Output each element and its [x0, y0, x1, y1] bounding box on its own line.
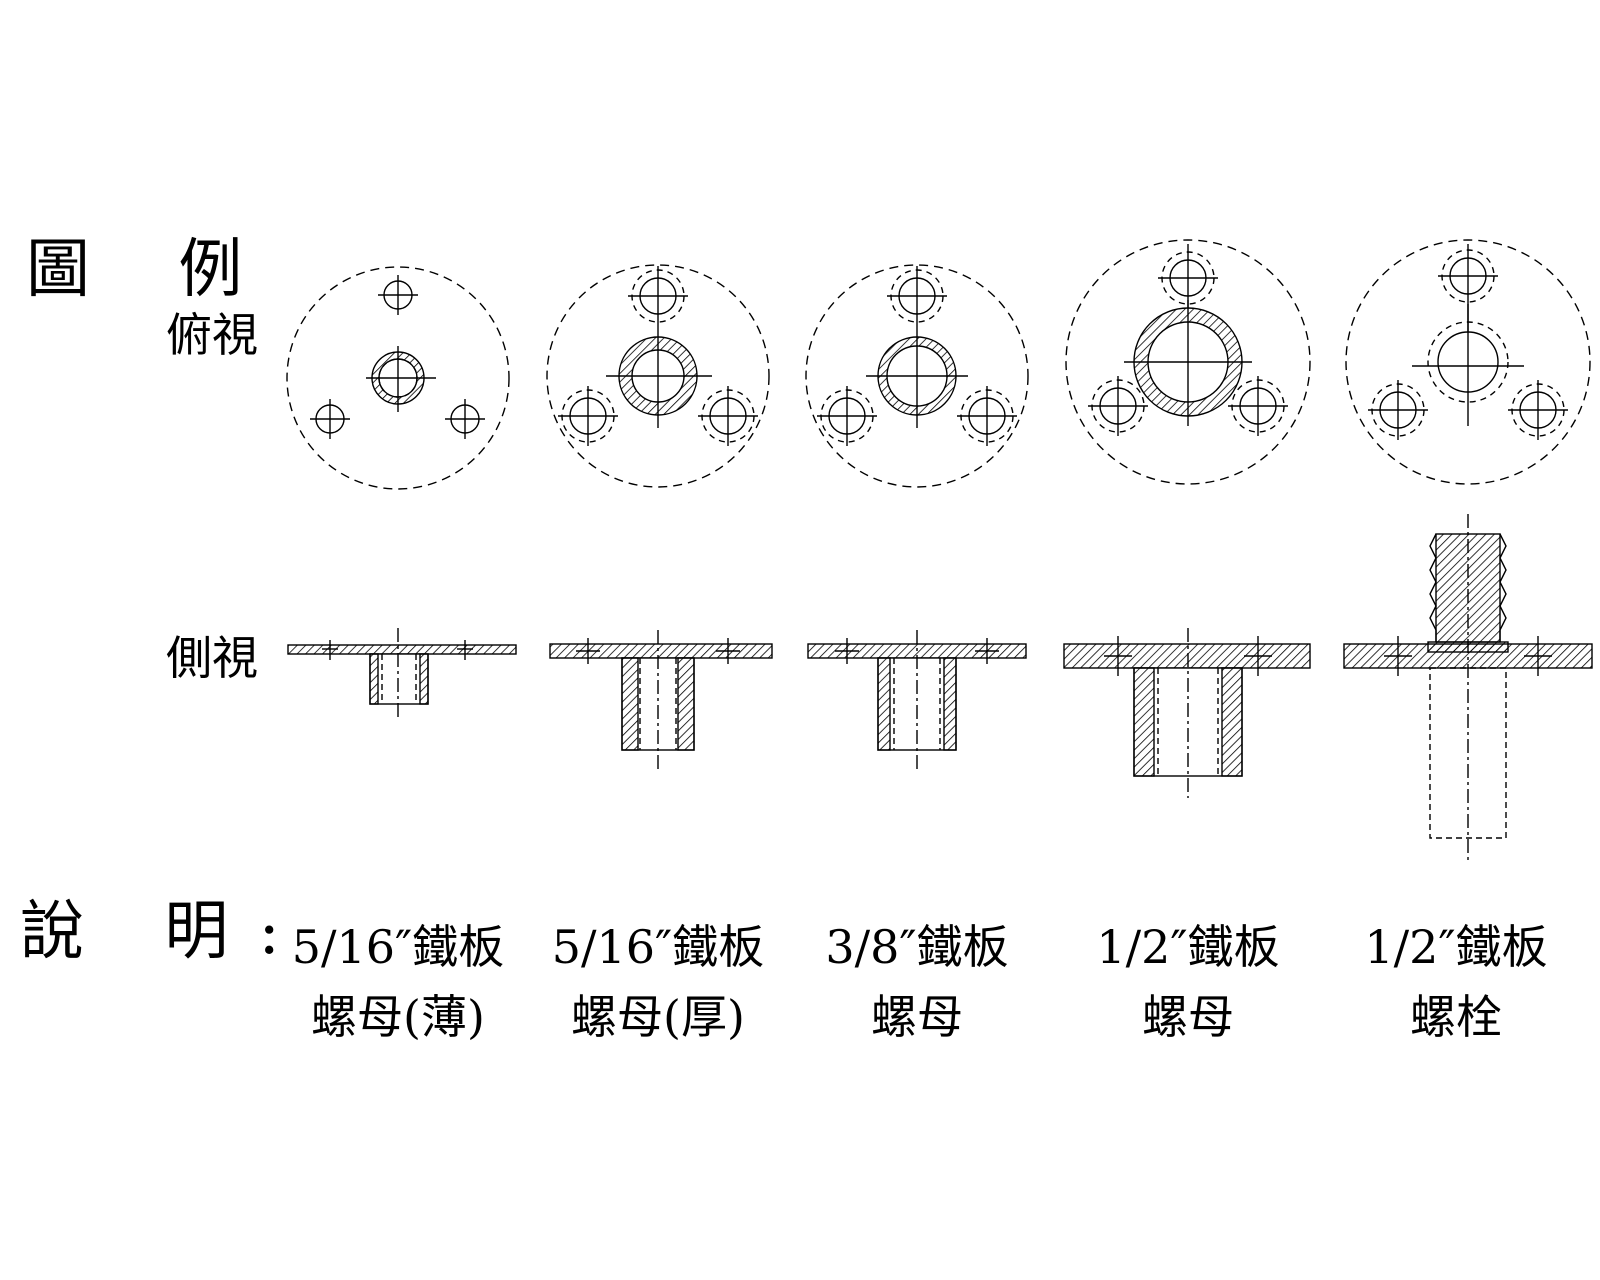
- item-3-side-view: [807, 630, 1027, 770]
- plate-outline: [1065, 239, 1311, 485]
- item-caption: 5/16″鐵板 螺母(厚): [528, 912, 788, 1052]
- item-caption-line1: 3/8″鐵板: [825, 920, 1009, 974]
- legend-title: 圖 例: [26, 233, 277, 307]
- item-4-top-view: [1065, 239, 1311, 485]
- item-caption-line1: 1/2″鐵板: [1096, 920, 1280, 974]
- item-caption-line2: 螺母(薄): [311, 990, 485, 1044]
- item-caption-line1: 5/16″鐵板: [551, 920, 765, 974]
- item-1-top-view: [286, 266, 510, 490]
- item-2-top-view: [546, 264, 770, 488]
- item-caption: 1/2″鐵板 螺母: [1058, 912, 1318, 1052]
- item-caption: 3/8″鐵板 螺母: [787, 912, 1047, 1052]
- item-5-side-view: [1343, 514, 1593, 860]
- description-label: 說 明:: [20, 895, 310, 969]
- plate-outline: [286, 266, 510, 490]
- item-caption-line2: 螺栓: [1410, 990, 1502, 1044]
- item-caption-line1: 5/16″鐵板: [291, 920, 505, 974]
- item-caption-line1: 1/2″鐵板: [1364, 920, 1548, 974]
- item-caption: 1/2″鐵板 螺栓: [1326, 912, 1586, 1052]
- item-2-side-view: [549, 630, 773, 770]
- item-caption-line2: 螺母: [1142, 990, 1234, 1044]
- item-4-side-view: [1063, 628, 1311, 798]
- item-1-side-view: [287, 628, 517, 718]
- item-5-top-view: [1345, 239, 1591, 485]
- item-caption: 5/16″鐵板 螺母(薄): [268, 912, 528, 1052]
- plate-outline: [546, 264, 770, 488]
- top-view-label: 俯視: [166, 308, 258, 362]
- item-caption-line2: 螺母(厚): [571, 990, 745, 1044]
- plate-outline: [805, 264, 1029, 488]
- plate-outline: [1345, 239, 1591, 485]
- side-view-label: 側視: [166, 631, 258, 685]
- item-3-top-view: [805, 264, 1029, 488]
- item-caption-line2: 螺母: [871, 990, 963, 1044]
